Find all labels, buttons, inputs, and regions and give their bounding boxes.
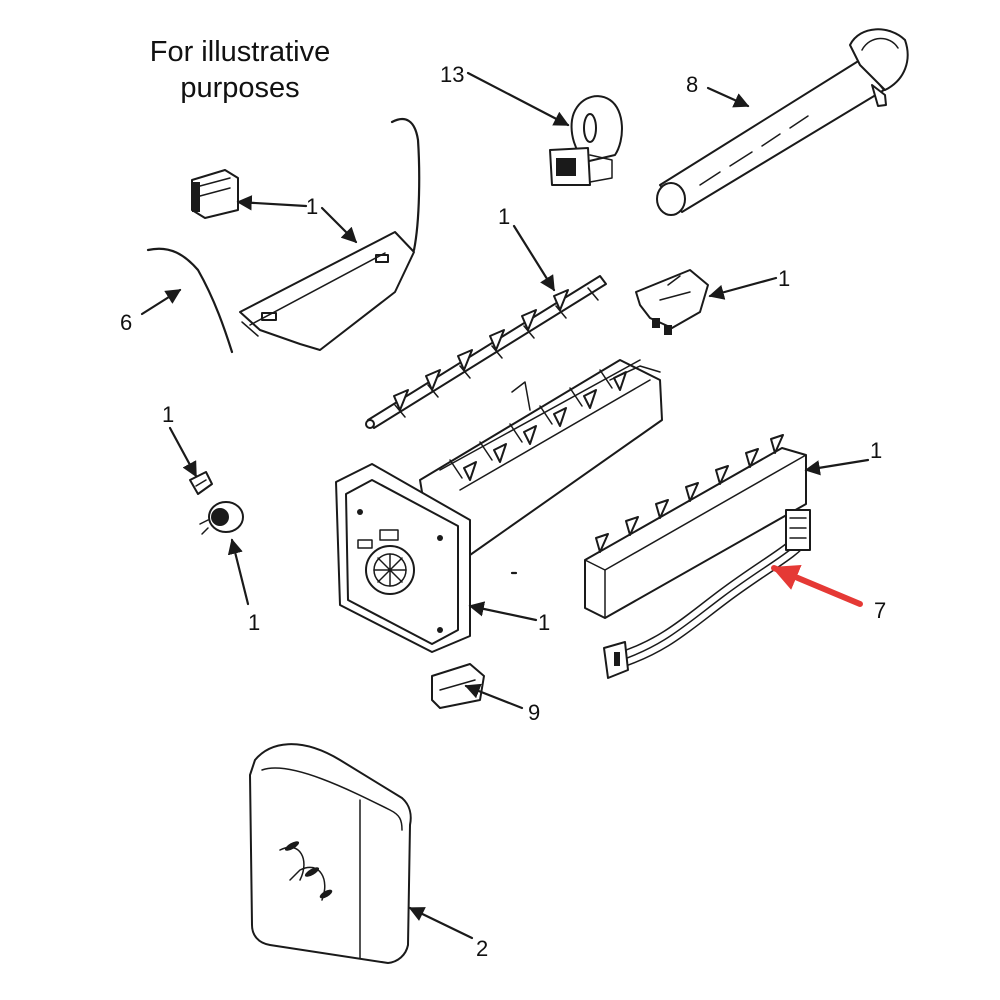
wire-harness-bracket (146, 117, 421, 354)
callout-1-stripper: 1 (870, 438, 882, 463)
callout-8: 8 (686, 72, 698, 97)
callout-1-thermostat: 1 (248, 610, 260, 635)
shutoff-arm-part (549, 95, 623, 186)
caption-line-1: For illustrative (149, 36, 331, 68)
callout-labels: 13 8 1 6 1 1 1 1 1 1 7 9 2 (120, 62, 886, 961)
callout-13: 13 (440, 62, 464, 87)
front-cover (249, 743, 412, 964)
thermostat (199, 501, 244, 535)
ejector-blade (365, 275, 607, 429)
illustration-caption: For illustrative purposes (100, 34, 380, 106)
thermostat-clip (189, 471, 213, 495)
wire-clip (191, 169, 239, 219)
callout-2: 2 (476, 936, 488, 961)
callout-6: 6 (120, 310, 132, 335)
callout-1-clip: 1 (162, 402, 174, 427)
callout-1-blade: 1 (498, 204, 510, 229)
callout-1-bracket: 1 (306, 194, 318, 219)
callout-9: 9 (528, 700, 540, 725)
fill-tube (656, 28, 909, 216)
mounting-bracket (635, 269, 709, 335)
callout-1-body: 1 (538, 610, 550, 635)
callout-7: 7 (874, 598, 886, 623)
wire-harness (603, 509, 811, 679)
ice-maker-assembly (335, 359, 663, 653)
callout-1-mount: 1 (778, 266, 790, 291)
stripper-tray (584, 434, 807, 619)
caption-line-2: purposes (180, 72, 300, 104)
leader-lines (140, 71, 870, 940)
small-shield (431, 663, 485, 709)
